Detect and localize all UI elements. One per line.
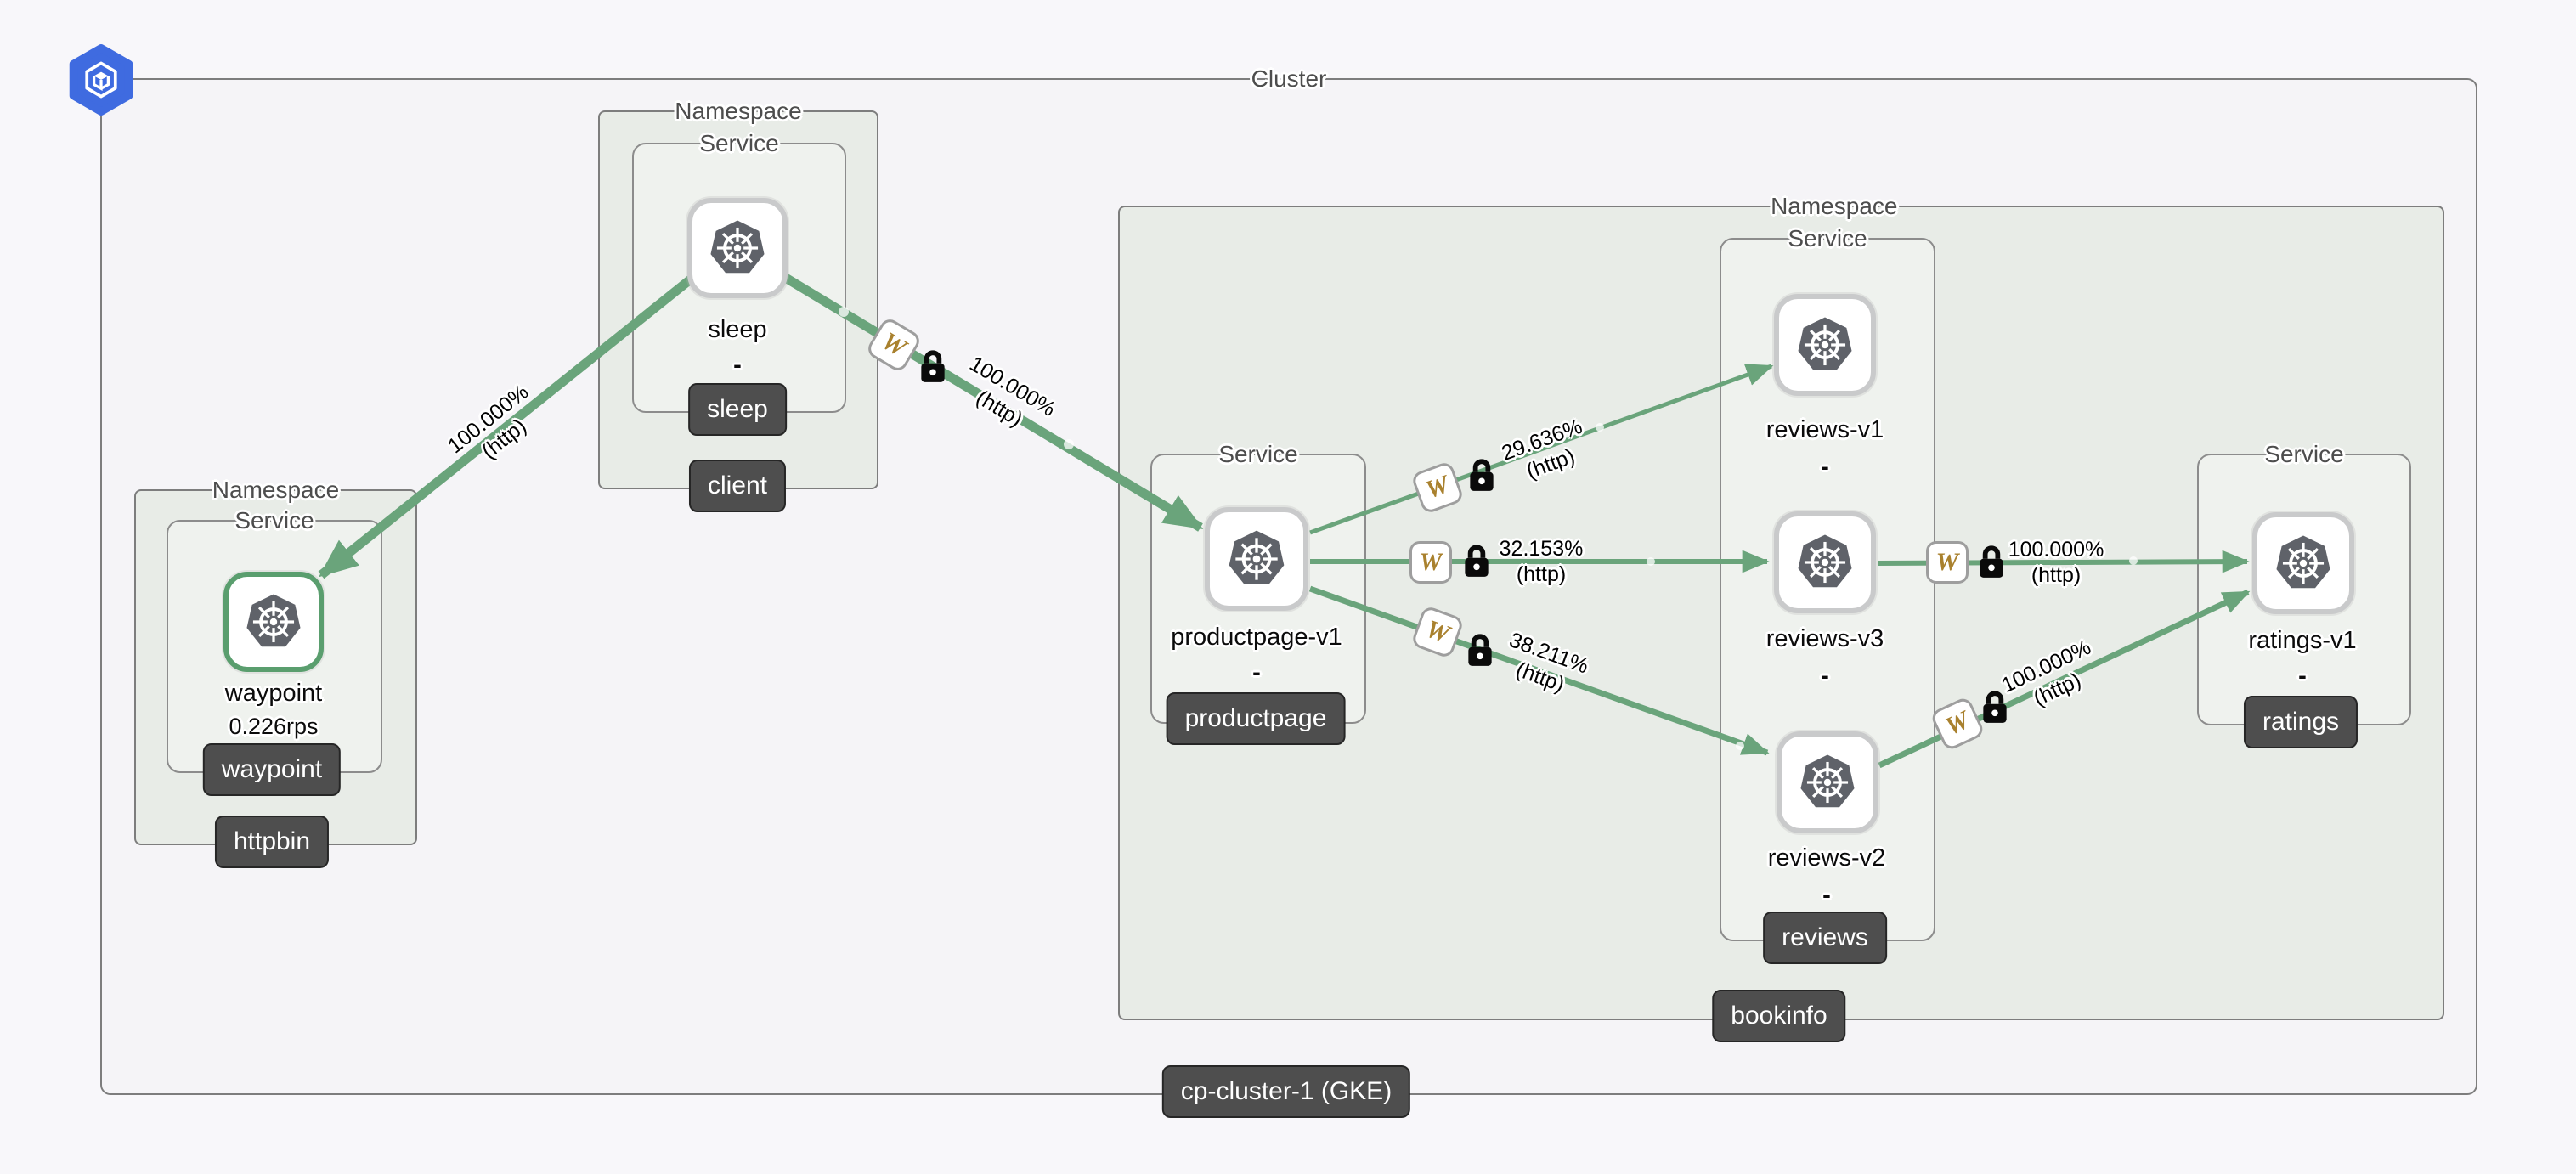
namespace-boundary-label: Namespace	[675, 98, 802, 124]
node-name-label: productpage-v1	[1171, 624, 1342, 651]
kubernetes-icon	[2276, 535, 2330, 589]
service-boundary-label: Service	[234, 507, 314, 533]
node-version-label: -	[1821, 663, 1829, 690]
node-version-label: -	[1821, 454, 1829, 481]
kubernetes-cluster-icon[interactable]	[66, 42, 136, 117]
node-version-label: -	[2298, 663, 2307, 690]
service-badge-productpage[interactable]: productpage	[1166, 692, 1346, 745]
mtls-lock-icon	[1466, 458, 1497, 494]
node-name-label: waypoint	[224, 680, 323, 707]
traffic-particles	[839, 307, 2138, 750]
kubernetes-icon	[1229, 530, 1285, 584]
namespace-badge-client[interactable]: client	[688, 460, 787, 512]
service-boundary-label: Service	[2264, 441, 2344, 467]
mtls-lock-icon	[1465, 633, 1495, 669]
node-waypoint[interactable]	[223, 572, 324, 672]
node-name-label: ratings-v1	[2248, 627, 2357, 654]
node-version-label: -	[733, 352, 742, 379]
kubernetes-icon	[246, 594, 301, 647]
mtls-lock-icon	[1976, 545, 2007, 580]
edge-label-reviews-v3-ratings[interactable]: 100.000%(http)	[2008, 538, 2104, 587]
service-badge-waypoint[interactable]: waypoint	[202, 743, 342, 796]
waypoint-badge-icon: W	[1409, 541, 1452, 584]
node-version-label: -	[1822, 882, 1831, 909]
node-version-label: -	[1252, 659, 1261, 686]
mtls-lock-icon	[918, 349, 948, 385]
service-badge-reviews[interactable]: reviews	[1763, 912, 1887, 964]
service-boundary-label: Service	[1788, 225, 1867, 251]
edge-label-productpage-reviews-v3[interactable]: 32.153%(http)	[1499, 537, 1584, 586]
waypoint-badge-icon: W	[1926, 541, 1969, 584]
kubernetes-icon	[710, 220, 765, 274]
node-name-label: reviews-v1	[1765, 416, 1884, 443]
node-reviews-v2[interactable]	[1777, 731, 1878, 833]
namespace-badge-bookinfo[interactable]: bookinfo	[1712, 990, 1846, 1042]
kubernetes-icon	[1798, 534, 1852, 588]
cluster-name-badge[interactable]: cp-cluster-1 (GKE)	[1161, 1065, 1411, 1118]
node-rate-label: 0.226rps	[229, 714, 319, 739]
node-reviews-v1[interactable]	[1774, 294, 1876, 396]
namespace-boundary-label: Namespace	[1771, 193, 1898, 219]
service-boundary-label: Service	[699, 130, 779, 156]
service-boundary-label: Service	[1218, 441, 1298, 467]
node-ratings-v1[interactable]	[2252, 512, 2354, 614]
mtls-lock-icon	[1461, 544, 1492, 579]
node-reviews-v3[interactable]	[1774, 511, 1876, 613]
kubernetes-icon	[1800, 754, 1855, 808]
namespace-badge-httpbin[interactable]: httpbin	[214, 816, 330, 868]
namespace-boundary-label: Namespace	[212, 477, 340, 503]
node-name-label: sleep	[708, 316, 767, 343]
cluster-boundary-label: Cluster	[1251, 65, 1327, 92]
kubernetes-icon	[1798, 317, 1852, 370]
node-name-label: reviews-v2	[1767, 844, 1886, 872]
node-name-label: reviews-v3	[1765, 625, 1884, 652]
service-badge-sleep[interactable]: sleep	[688, 383, 787, 436]
mtls-lock-icon	[1980, 690, 2010, 725]
node-productpage-v1[interactable]	[1205, 507, 1308, 611]
service-badge-ratings[interactable]: ratings	[2243, 696, 2359, 748]
node-sleep[interactable]	[687, 198, 788, 298]
